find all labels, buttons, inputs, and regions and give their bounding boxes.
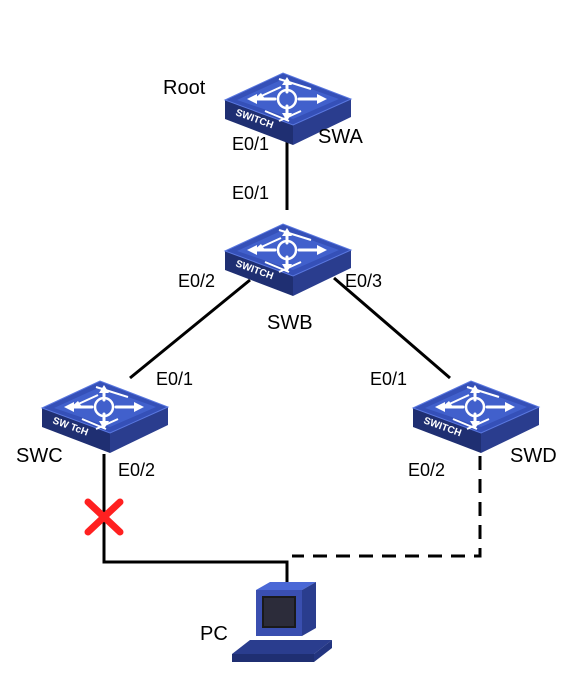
port-label-swb-e02: E0/2 [178, 271, 215, 291]
switch-swa[interactable]: SWITCH [223, 71, 353, 147]
link-swc-pc [102, 454, 289, 582]
port-label-swd-e01: E0/1 [370, 369, 407, 389]
root-label: Root [163, 77, 206, 99]
blocked-port-x-icon [84, 498, 124, 536]
swb-label: SWB [267, 312, 313, 334]
port-label-swd-e02: E0/2 [408, 460, 445, 480]
swc-label: SWC [16, 445, 63, 467]
pc-label: PC [200, 623, 228, 645]
link-swd-pc-dashed [292, 456, 482, 558]
switch-swb[interactable]: SWITCH [223, 222, 353, 298]
pc-icon[interactable] [232, 582, 332, 662]
links [102, 128, 482, 582]
port-label-swb-e01: E0/1 [232, 183, 269, 203]
link-swb-swc [129, 278, 251, 380]
port-label-swb-e03: E0/3 [345, 271, 382, 291]
switch-swc[interactable]: SW TcH [40, 379, 170, 455]
swd-label: SWD [510, 445, 557, 467]
port-label-swc-e02: E0/2 [118, 460, 155, 480]
switch-swd[interactable]: SWITCH [411, 379, 541, 455]
port-label-swc-e01: E0/1 [156, 369, 193, 389]
port-label-swa-e01: E0/1 [232, 134, 269, 154]
link-swb-swd [333, 276, 451, 380]
swa-label: SWA [318, 126, 363, 148]
